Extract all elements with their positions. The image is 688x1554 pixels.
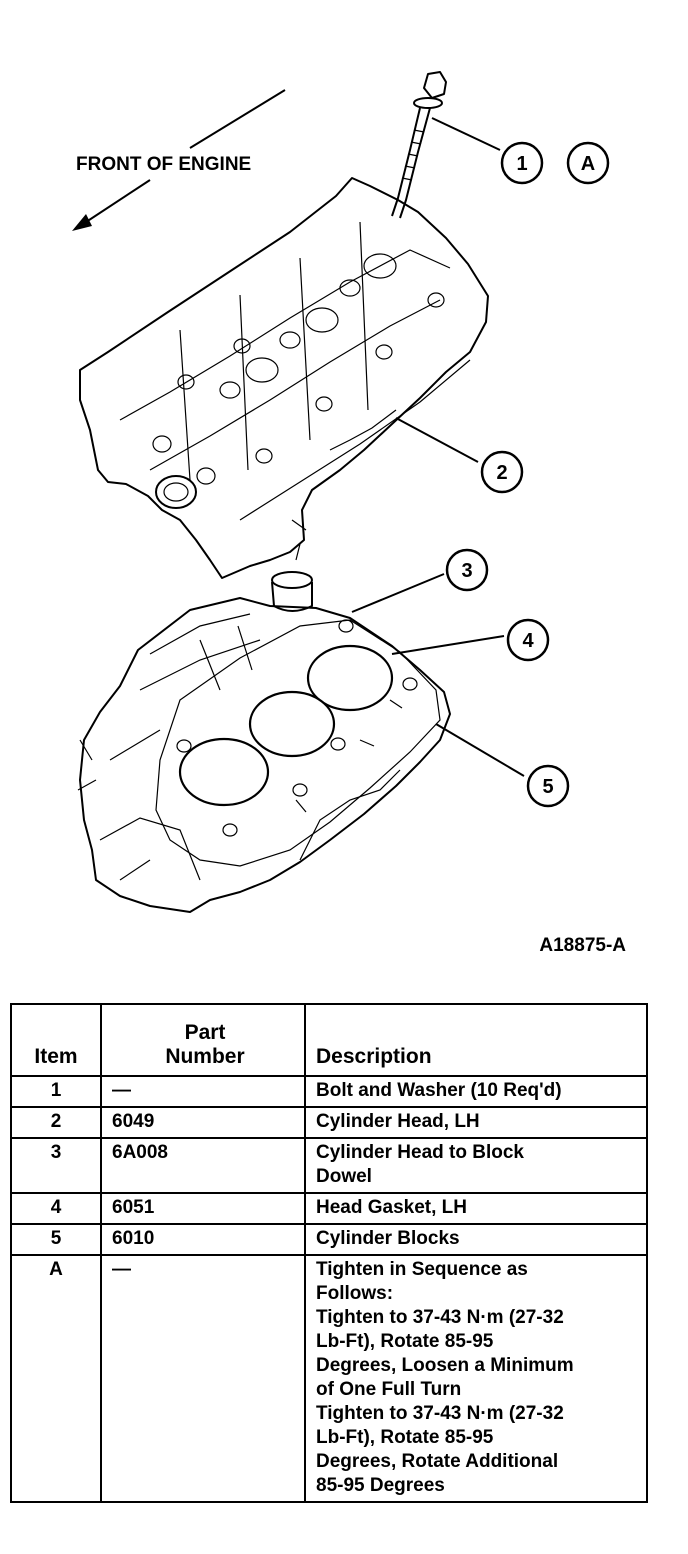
callout-4: 4	[506, 618, 550, 662]
cylinder-head-lh	[79, 177, 489, 579]
figure-code: A18875-A	[539, 935, 626, 956]
head-gasket-lh	[155, 619, 441, 867]
description-line: Lb-Ft), Rotate 85-95	[316, 1331, 494, 1352]
callout-a: A	[566, 141, 610, 185]
description-line: of One Full Turn	[316, 1379, 462, 1400]
callout-leaders	[351, 117, 525, 777]
description-line: Bolt and Washer (10 Req'd)	[316, 1080, 562, 1101]
item-cell: 4	[10, 1192, 102, 1225]
description-line: Lb-Ft), Rotate 85-95	[316, 1427, 494, 1448]
front-arrow-shaft-upper	[189, 89, 286, 149]
description-cell: Bolt and Washer (10 Req'd)	[304, 1075, 648, 1108]
front-arrow-head	[72, 214, 92, 231]
header-item: Item	[10, 1003, 102, 1077]
table-row: 1— Bolt and Washer (10 Req'd)	[10, 1075, 648, 1108]
front-of-engine-label: FRONT OF ENGINE	[76, 154, 251, 175]
header-part-line-1: Part	[184, 1021, 226, 1044]
svg-text:5: 5	[542, 776, 553, 798]
parts-table: Item Part Number Description 1—Bolt and …	[10, 1003, 648, 1503]
description-line: Tighten in Sequence as	[316, 1259, 528, 1280]
description-line: Follows:	[316, 1283, 394, 1304]
description-line: Degrees, Rotate Additional	[316, 1451, 559, 1472]
table-header-row: Item Part Number Description	[10, 1003, 648, 1077]
callout-3: 3	[445, 548, 489, 592]
description-line: Degrees, Loosen a Minimum	[316, 1355, 574, 1376]
header-part-number: Part Number	[100, 1003, 306, 1077]
header-part-line-2: Number	[165, 1045, 245, 1068]
description-cell: Cylinder Head, LH	[304, 1106, 648, 1139]
dowel	[271, 571, 313, 612]
callout-5: 5	[526, 764, 570, 808]
description-line: Dowel	[316, 1166, 372, 1187]
item-cell: 1	[10, 1075, 102, 1108]
part-number-cell: 6010	[100, 1223, 306, 1256]
svg-text:2: 2	[496, 462, 507, 484]
description-line: Cylinder Blocks	[316, 1228, 460, 1249]
svg-text:1: 1	[516, 153, 527, 175]
item-cell: 5	[10, 1223, 102, 1256]
svg-text:A: A	[581, 153, 595, 175]
bolt-and-washer	[391, 71, 447, 219]
description-line: Cylinder Head, LH	[316, 1111, 480, 1132]
callout-1: 1	[500, 141, 544, 185]
description-line: 85-95 Degrees	[316, 1475, 445, 1496]
description-cell: Tighten in Sequence as Follows: Tighten to…	[304, 1254, 648, 1503]
callout-2: 2	[480, 450, 524, 494]
part-number-cell: —	[100, 1254, 306, 1503]
description-line: Tighten to 37-43 N·m (27-32	[316, 1307, 564, 1328]
item-cell: A	[10, 1254, 102, 1503]
part-number-cell: 6A008	[100, 1137, 306, 1194]
description-line: Head Gasket, LH	[316, 1197, 467, 1218]
part-number-cell: 6049	[100, 1106, 306, 1139]
svg-text:4: 4	[522, 630, 534, 652]
item-cell: 2	[10, 1106, 102, 1139]
description-line: Cylinder Head to Block	[316, 1142, 524, 1163]
description-cell: Cylinder Blocks	[304, 1223, 648, 1256]
item-cell: 3	[10, 1137, 102, 1194]
front-of-engine-indicator: FRONT OF ENGINE	[72, 89, 286, 231]
part-number-cell: 6051	[100, 1192, 306, 1225]
front-arrow-shaft-lower	[79, 179, 151, 227]
description-line: Tighten to 37-43 N·m (27-32	[316, 1403, 564, 1424]
part-number-cell: —	[100, 1075, 306, 1108]
header-description: Description	[304, 1003, 648, 1077]
svg-text:3: 3	[461, 560, 472, 582]
exploded-engine-diagram: FRONT OF ENGINE	[72, 71, 626, 956]
description-cell: Head Gasket, LH	[304, 1192, 648, 1225]
